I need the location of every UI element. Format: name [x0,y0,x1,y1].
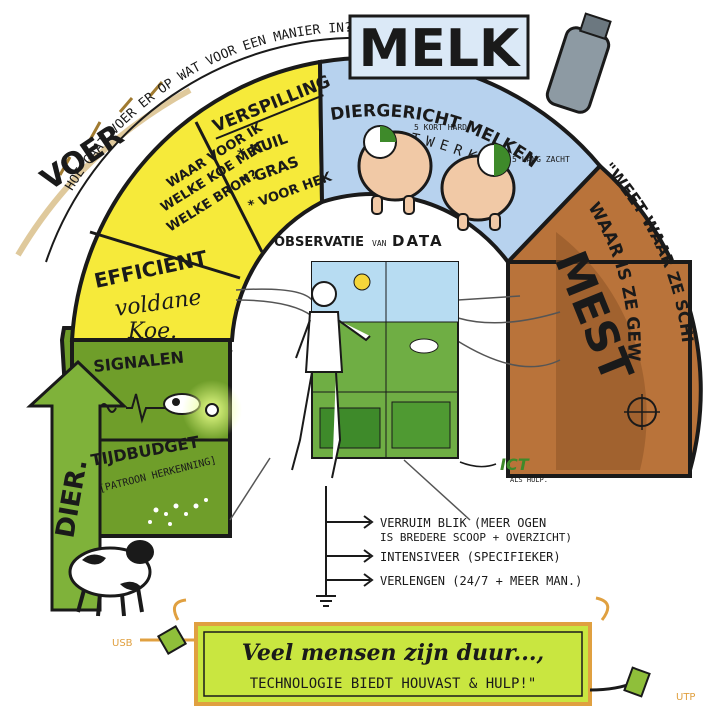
benefit-2: INTENSIVEER (SPECIFIEKER) [380,550,561,564]
ict-sub-label: ALS HULP. [510,476,548,484]
center-title-part1: OBSERVATIE [274,235,364,250]
dier-arrow: DIER. [26,359,128,612]
benefit-1-line-1: VERRUIM BLIK (MEER OGEN [380,516,546,530]
question-arc-line [45,36,373,263]
ict-pointer [459,461,497,468]
benefit-3: VERLENGEN (24/7 + MEER MAN.) [380,574,582,588]
melk-title-box: MELK [348,14,530,80]
person-icon [291,281,371,479]
center-title-part2: VAN [372,239,387,248]
udder-left-icon [357,125,433,215]
ict-label: ICT [500,455,530,474]
benefit-1-line-2: IS BREDERE SCOOP + OVERZICHT) [380,531,572,544]
banner-line-2: TECHNOLOGIE BIEDT HOUVAST & HULP!" [250,676,537,692]
benefits-tree [316,486,374,607]
segment-voer [69,59,325,342]
label-lang-zacht: 5 LANG ZACHT [512,155,570,164]
center-title-part3: DATA [392,232,444,250]
dots-pattern [148,498,208,526]
landscape-sketch [229,288,561,521]
ring-segments [59,55,703,538]
udder-right-icon [440,143,516,231]
usb-connector: USB [112,624,196,656]
banner: Veel mensen zijn duur..., TECHNOLOGIE BI… [172,596,610,706]
sensor-icon [205,403,219,417]
melk-title: MELK [359,19,521,79]
mest-shading [556,232,647,470]
usb-label: USB [112,638,133,649]
banner-line-1: Veel mensen zijn duur..., [242,640,544,666]
voer-divider-1 [89,230,241,280]
voer-divider-2 [194,121,264,253]
mest-target-icon [624,394,660,430]
cow-icon [68,540,154,617]
label-short-hard: 5 KORT HARD [414,123,467,132]
milk-can-icon [545,12,612,114]
utp-label: UTP [676,692,695,703]
efficient-sub-2: Koe. [127,319,177,344]
utp-connector: UTP [589,666,695,703]
grain-sketch [15,81,192,257]
